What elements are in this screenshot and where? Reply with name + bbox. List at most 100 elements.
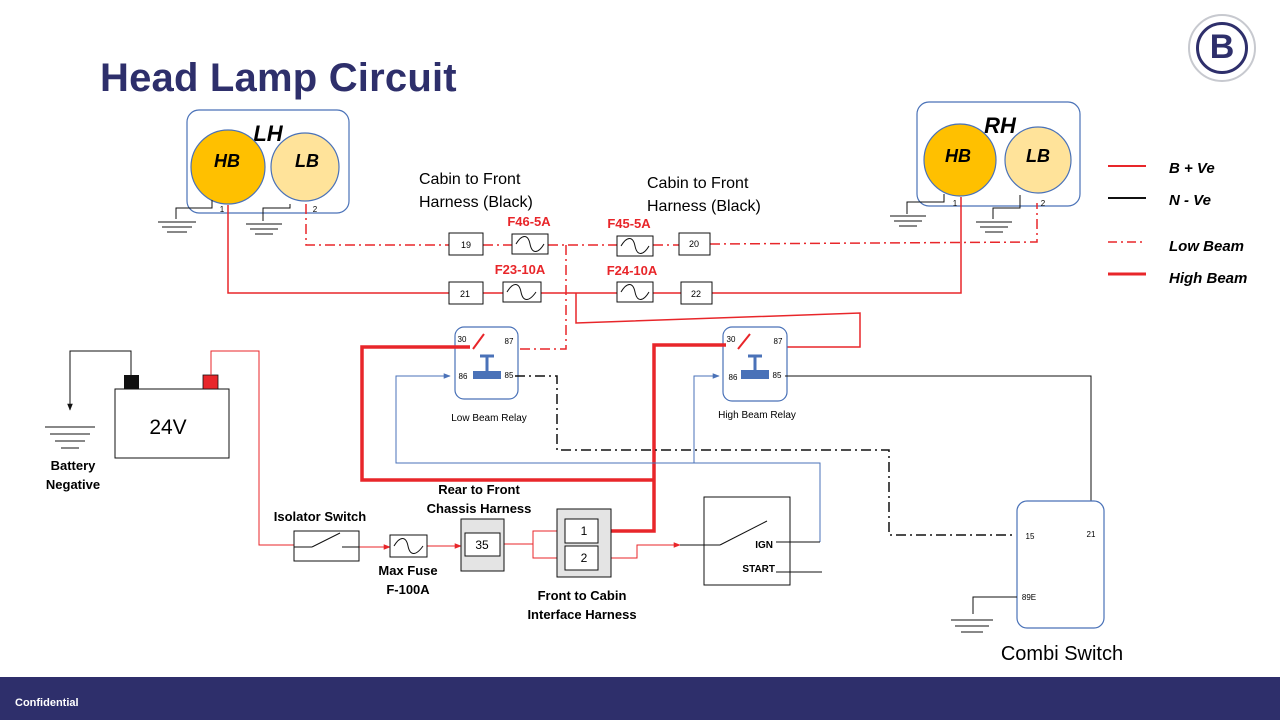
low-beam-switch-wiring bbox=[515, 375, 1015, 536]
fuse-f46-label: F46-5A bbox=[507, 214, 551, 229]
logo-ring: B bbox=[1196, 22, 1248, 74]
fuse-f45: F45-5A bbox=[607, 216, 654, 257]
combi-ground-wire bbox=[972, 596, 1017, 614]
fuse-f24: F24-10A bbox=[607, 263, 658, 303]
front-cabin-line1: Front to Cabin bbox=[538, 588, 627, 603]
connector-22: 22 bbox=[680, 281, 713, 305]
rh-lb-label: LB bbox=[1026, 146, 1050, 166]
fuse-f23-label: F23-10A bbox=[495, 262, 546, 277]
harness-label-left-line1: Cabin to Front bbox=[419, 171, 521, 188]
main-feed-wiring bbox=[210, 350, 681, 559]
low-beam-relay-label: Low Beam Relay bbox=[451, 413, 527, 424]
lh-pin2: 2 bbox=[313, 205, 318, 214]
low-beam-wiring bbox=[305, 203, 1038, 350]
svg-text:30: 30 bbox=[458, 335, 467, 344]
svg-text:35: 35 bbox=[475, 538, 489, 552]
high-beam-relay-label: High Beam Relay bbox=[718, 410, 796, 421]
svg-text:86: 86 bbox=[729, 373, 738, 382]
svg-text:85: 85 bbox=[505, 371, 514, 380]
lh-lamp: LH HB LB 1 2 bbox=[186, 109, 350, 214]
rh-ground-wires bbox=[906, 194, 1021, 219]
isolator-switch: Isolator Switch bbox=[274, 509, 367, 562]
isolator-label: Isolator Switch bbox=[274, 509, 367, 524]
high-beam-lamp-feed bbox=[227, 197, 962, 348]
svg-text:30: 30 bbox=[727, 335, 736, 344]
battery: 24V bbox=[114, 374, 230, 459]
battery-voltage: 24V bbox=[149, 416, 186, 439]
rh-pin1: 1 bbox=[953, 199, 958, 208]
relay-coil-wiring bbox=[395, 373, 821, 542]
fuse-f24-label: F24-10A bbox=[607, 263, 658, 278]
footer-confidential: Confidential bbox=[15, 697, 79, 709]
legend-b-ve: B + Ve bbox=[1169, 160, 1215, 177]
svg-text:22: 22 bbox=[691, 289, 701, 299]
connector-35: 35 Rear to Front Chassis Harness bbox=[427, 482, 532, 572]
max-fuse-line1: Max Fuse bbox=[378, 563, 437, 578]
rh-ground-symbol-a bbox=[890, 215, 926, 227]
front-cabin-line2: Interface Harness bbox=[527, 607, 636, 622]
rh-hb-label: HB bbox=[945, 146, 971, 166]
connector-20: 20 bbox=[678, 232, 711, 256]
rear-front-line2: Chassis Harness bbox=[427, 501, 532, 516]
rh-high-beam-bulb bbox=[923, 123, 997, 197]
svg-text:85: 85 bbox=[773, 371, 782, 380]
battery-negative-line2: Negative bbox=[46, 477, 100, 492]
low-beam-relay: 30 87 86 85 Low Beam Relay bbox=[451, 326, 527, 424]
logo-letter: B bbox=[1209, 28, 1235, 66]
ignition-switch: IGN START bbox=[680, 496, 822, 586]
svg-text:21: 21 bbox=[1087, 530, 1096, 539]
battery-negative-line1: Battery bbox=[51, 458, 97, 473]
legend-low-beam: Low Beam bbox=[1169, 238, 1244, 255]
lh-label: LH bbox=[253, 121, 283, 146]
combi-switch-label: Combi Switch bbox=[1001, 643, 1123, 665]
rh-lamp: RH HB LB 1 2 bbox=[916, 101, 1081, 208]
svg-text:86: 86 bbox=[459, 372, 468, 381]
ign-label: IGN bbox=[755, 540, 773, 551]
svg-text:19: 19 bbox=[461, 240, 471, 250]
relay-supply-wiring bbox=[360, 343, 726, 533]
brand-logo: B bbox=[1188, 14, 1256, 82]
high-beam-relay: 30 87 86 85 High Beam Relay bbox=[718, 326, 796, 421]
harness-label-right-line1: Cabin to Front bbox=[647, 175, 749, 192]
lh-low-beam-bulb bbox=[270, 132, 340, 202]
lh-lb-label: LB bbox=[295, 151, 319, 171]
combi-switch: 15 21 89E Combi Switch bbox=[1001, 500, 1123, 665]
lh-ground-symbol-b bbox=[246, 223, 282, 235]
battery-negative-wire bbox=[67, 350, 132, 411]
high-beam-switch-wiring bbox=[785, 375, 1092, 511]
legend: B + Ve N - Ve Low Beam High Beam bbox=[1108, 160, 1247, 287]
legend-high-beam: High Beam bbox=[1169, 270, 1247, 287]
svg-text:20: 20 bbox=[689, 239, 699, 249]
rh-low-beam-bulb bbox=[1004, 126, 1072, 194]
rear-front-line1: Rear to Front bbox=[438, 482, 520, 497]
svg-text:21: 21 bbox=[460, 289, 470, 299]
front-cabin-connector: 1 2 Front to Cabin Interface Harness bbox=[527, 508, 637, 622]
svg-text:87: 87 bbox=[774, 337, 783, 346]
harness-label-left-line2: Harness (Black) bbox=[419, 194, 533, 211]
lh-pin1: 1 bbox=[220, 205, 225, 214]
svg-text:87: 87 bbox=[505, 337, 514, 346]
harness-label-right-line2: Harness (Black) bbox=[647, 198, 761, 215]
max-fuse-line2: F-100A bbox=[386, 582, 430, 597]
battery-ground-symbol bbox=[45, 426, 95, 449]
combi-ground-symbol bbox=[951, 619, 993, 633]
svg-text:2: 2 bbox=[581, 551, 588, 565]
svg-text:1: 1 bbox=[581, 524, 588, 538]
legend-n-ve: N - Ve bbox=[1169, 192, 1211, 209]
lh-hb-label: HB bbox=[214, 151, 240, 171]
connector-19: 19 bbox=[448, 232, 484, 256]
lh-high-beam-bulb bbox=[190, 129, 266, 205]
fuse-f23: F23-10A bbox=[495, 262, 546, 303]
lh-ground-symbol-a bbox=[158, 221, 196, 233]
rh-pin2: 2 bbox=[1041, 199, 1046, 208]
footer-bar: Confidential bbox=[0, 677, 1280, 720]
page-title: Head Lamp Circuit bbox=[100, 56, 457, 100]
rh-label: RH bbox=[984, 113, 1017, 138]
max-fuse: Max Fuse F-100A bbox=[378, 534, 438, 597]
connector-21: 21 bbox=[448, 281, 484, 305]
lh-ground-wires bbox=[175, 200, 291, 221]
fuse-f45-label: F45-5A bbox=[607, 216, 651, 231]
rh-ground-symbol-b bbox=[976, 221, 1012, 233]
svg-text:89E: 89E bbox=[1022, 593, 1036, 602]
